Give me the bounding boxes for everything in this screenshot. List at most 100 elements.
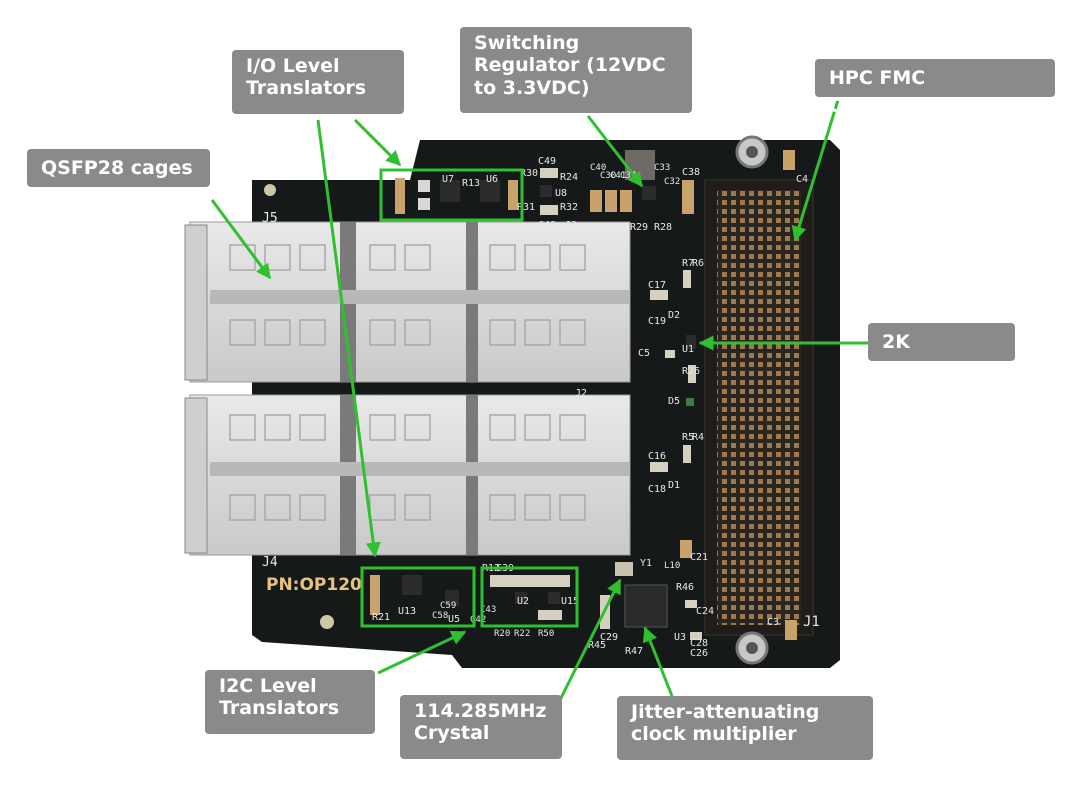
silk-r31: R31	[517, 202, 535, 213]
silk-c26: C26	[690, 648, 708, 659]
silk-u5: U5	[448, 614, 460, 625]
silk-r29: R29	[630, 222, 648, 233]
silk-u13: U13	[398, 606, 416, 617]
qsfp-cage-bottom	[184, 394, 631, 556]
silk-r21: R21	[372, 612, 390, 623]
silk-c3: C3	[767, 617, 779, 628]
silk-c24: C24	[696, 606, 714, 617]
callout-io-line2: Translators	[246, 77, 367, 100]
silk-c30: C30	[600, 171, 616, 181]
silk-c29: C29	[600, 632, 618, 643]
silk-c41: C41	[610, 171, 626, 181]
silk-l10: L10	[664, 561, 680, 571]
silk-c32: C32	[664, 177, 680, 187]
callout-i2c-line2: Translators	[219, 697, 340, 720]
leader-switching	[586, 115, 644, 188]
silk-y1: Y1	[640, 558, 652, 569]
silk-r5: R5	[682, 432, 694, 443]
callout-hpc-fmc-connector: HPC FMC Connector	[815, 59, 1055, 117]
callout-2k-eeprom: 2K EEPROM	[868, 323, 1015, 381]
silk-c4: C4	[796, 174, 808, 185]
callout-hpc-text: HPC FMC Connector	[829, 67, 939, 117]
silk-c33: C33	[654, 163, 670, 173]
silk-c43: C43	[480, 605, 496, 615]
silk-d1: D1	[668, 480, 680, 491]
silk-c5: C5	[638, 348, 650, 359]
silk-r24: R24	[560, 172, 578, 183]
callout-crystal-line1: 114.285MHz	[414, 700, 547, 722]
callout-i2c-line1: I2C Level	[219, 675, 317, 697]
silk-r22: R22	[514, 629, 530, 639]
silk-c17: C17	[648, 280, 666, 291]
mounting-hole	[264, 184, 276, 196]
highlight-boxes	[360, 168, 579, 628]
silk-j2: J2	[575, 388, 587, 399]
callout-switching-line2: Regulator (12VDC	[474, 54, 666, 77]
callout-crystal-line2: Crystal	[414, 722, 490, 745]
callout-io-line1: I/O Level	[246, 55, 340, 77]
silk-c18: C18	[648, 484, 666, 495]
silk-c38: C38	[682, 167, 700, 178]
silk-r46: R46	[676, 582, 694, 593]
leader-qsfp	[210, 199, 272, 280]
highlight-i2c-translators-2	[480, 566, 579, 628]
highlight-io-translators	[379, 168, 524, 222]
silk-r47: R47	[625, 646, 643, 657]
silk-r6: R6	[692, 258, 704, 269]
callout-qsfp28-text: QSFP28 cages	[41, 157, 193, 179]
silk-u3: U3	[674, 632, 686, 643]
qsfp-cage-top	[184, 221, 631, 383]
silk-u15: U15	[561, 596, 579, 607]
silk-c19: C19	[648, 316, 666, 327]
callout-jitter-attenuating-clock: Jitter-attenuating clock multiplier	[617, 696, 873, 760]
silk-c58: C58	[432, 611, 448, 621]
leader-io-1	[353, 118, 402, 167]
silk-c21: C21	[690, 552, 708, 563]
callout-qsfp28-cages: QSFP28 cages	[27, 149, 210, 187]
leader-i2c	[377, 630, 467, 675]
silk-r13: R13	[462, 178, 480, 189]
silk-r28: R28	[654, 222, 672, 233]
callout-jitter-line2: clock multiplier	[631, 723, 797, 746]
silk-r26: R26	[682, 366, 700, 377]
silk-r4: R4	[692, 432, 704, 443]
silk-j4: J4	[262, 555, 278, 570]
callout-switching-line1: Switching	[474, 32, 580, 54]
silk-u1: U1	[682, 344, 694, 355]
leader-crystal	[558, 578, 622, 701]
silk-r50: R50	[538, 629, 554, 639]
silk-u2: U2	[517, 596, 529, 607]
silk-j3: J3	[565, 220, 577, 231]
callout-switching-line3: to 3.3VDC)	[474, 76, 590, 99]
mounting-hole	[320, 615, 334, 629]
callout-switching-regulator: Switching Regulator (12VDC to 3.3VDC)	[460, 27, 692, 113]
silk-c16: C16	[648, 451, 666, 462]
silk-c48: C48	[538, 220, 556, 231]
silk-u8: U8	[555, 188, 567, 199]
hpc-fmc-connector	[704, 135, 814, 665]
silk-c42: C42	[470, 615, 486, 625]
silk-c28: C28	[690, 638, 708, 649]
silk-r7: R7	[682, 258, 694, 269]
leader-jitter	[643, 626, 674, 697]
silk-r45: R45	[588, 640, 606, 651]
callout-eeprom-text: 2K EEPROM	[882, 331, 972, 381]
silk-d5: D5	[668, 396, 680, 407]
silk-r30: R30	[520, 168, 538, 179]
leader-lines	[210, 99, 868, 701]
callout-io-level-translators: I/O Level Translators	[232, 50, 404, 114]
silk-c40: C40	[590, 163, 606, 173]
silk-r32: R32	[560, 202, 578, 213]
callout-jitter-line1: Jitter-attenuating	[631, 701, 820, 723]
silk-u7: U7	[442, 174, 454, 185]
silk-c59: C59	[440, 601, 456, 611]
silk-j5: J5	[262, 211, 278, 226]
silk-c49: C49	[538, 156, 556, 167]
silk-r20: R20	[494, 629, 510, 639]
callout-crystal: 114.285MHz Crystal	[400, 695, 562, 759]
silk-u6: U6	[486, 174, 498, 185]
highlight-i2c-translators	[360, 566, 476, 628]
callout-i2c-level-translators: I2C Level Translators	[205, 670, 375, 734]
